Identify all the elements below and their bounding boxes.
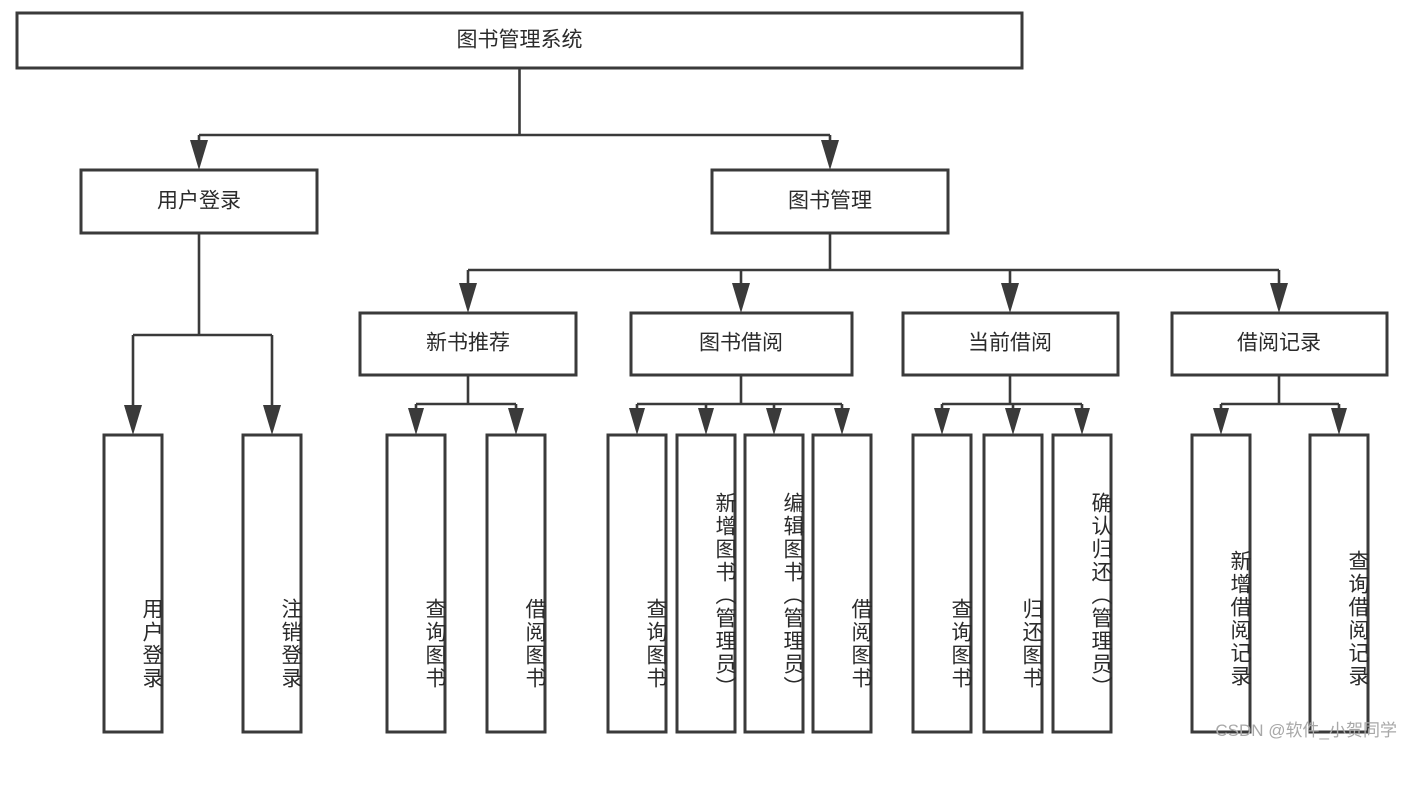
node-book-borrow-box[interactable] [629,311,854,377]
node-root-label: 图书管理系统 [457,29,583,52]
node-leaf-query-book-rec-box[interactable] [385,433,447,734]
arrow-to-leaf-confirm-return [1074,408,1090,435]
hierarchy-diagram-svg: 图书管理系统 用户登录 图书管理 新书推荐 图书借阅 当前借阅 借阅记录 [15,11,1389,734]
arrow-to-book-borrow [732,283,750,313]
node-book-manage-label: 图书管理 [788,190,872,213]
arrow-to-leaf-add-book [698,408,714,435]
diagram-canvas: 图书管理系统 用户登录 图书管理 新书推荐 图书借阅 当前借阅 借阅记录 [15,11,1397,740]
arrow-to-leaf-query-book-cur [934,408,950,435]
arrow-to-borrow-record [1270,283,1288,313]
arrow-to-new-book-rec [459,283,477,313]
node-new-book-rec-box[interactable] [358,311,578,377]
node-user-login-label: 用户登录 [157,190,241,213]
node-leaf-logout-box[interactable] [241,433,303,734]
arrow-to-leaf-edit-book [766,408,782,435]
arrow-to-leaf-borrow-book [834,408,850,435]
node-leaf-query-record-box[interactable] [1308,433,1370,734]
node-leaf-return-book-box[interactable] [982,433,1044,734]
node-book-borrow-label: 图书借阅 [699,332,783,355]
arrow-to-leaf-query-book-rec [408,408,424,435]
node-leaf-confirm-return-box[interactable] [1051,433,1113,734]
node-leaf-query-book-borrow-box[interactable] [606,433,668,734]
connector-layer [124,68,1347,435]
node-borrow-record-label: 借阅记录 [1237,332,1321,355]
node-layer: 图书管理系统 用户登录 图书管理 新书推荐 图书借阅 当前借阅 借阅记录 [15,11,1389,734]
arrow-to-leaf-user-login [124,405,142,435]
csdn-watermark: CSDN @软件_小贺同学 [1215,721,1397,740]
arrow-to-leaf-return-book [1005,408,1021,435]
arrow-to-leaf-query-book-borrow [629,408,645,435]
node-borrow-record-box[interactable] [1170,311,1389,377]
arrow-to-leaf-logout [263,405,281,435]
arrow-to-book-manage [821,140,839,170]
arrow-to-current-borrow [1001,283,1019,313]
arrow-to-leaf-query-record [1331,408,1347,435]
arrow-to-leaf-borrow-book-rec [508,408,524,435]
node-new-book-rec-label: 新书推荐 [426,332,510,355]
node-user-login-box[interactable] [79,168,319,235]
node-current-borrow-label: 当前借阅 [968,332,1052,355]
node-current-borrow-box[interactable] [901,311,1120,377]
node-leaf-add-book-box[interactable] [675,433,737,734]
arrow-to-user-login [190,140,208,170]
node-book-manage-box[interactable] [710,168,950,235]
node-leaf-query-book-cur-box[interactable] [911,433,973,734]
node-leaf-borrow-book-rec-box[interactable] [485,433,547,734]
node-leaf-borrow-book-box[interactable] [811,433,873,734]
node-root-box[interactable] [15,11,1024,70]
node-leaf-edit-book-box[interactable] [743,433,805,734]
node-leaf-add-record-box[interactable] [1190,433,1252,734]
node-leaf-user-login-box[interactable] [102,433,164,734]
arrow-to-leaf-add-record [1213,408,1229,435]
